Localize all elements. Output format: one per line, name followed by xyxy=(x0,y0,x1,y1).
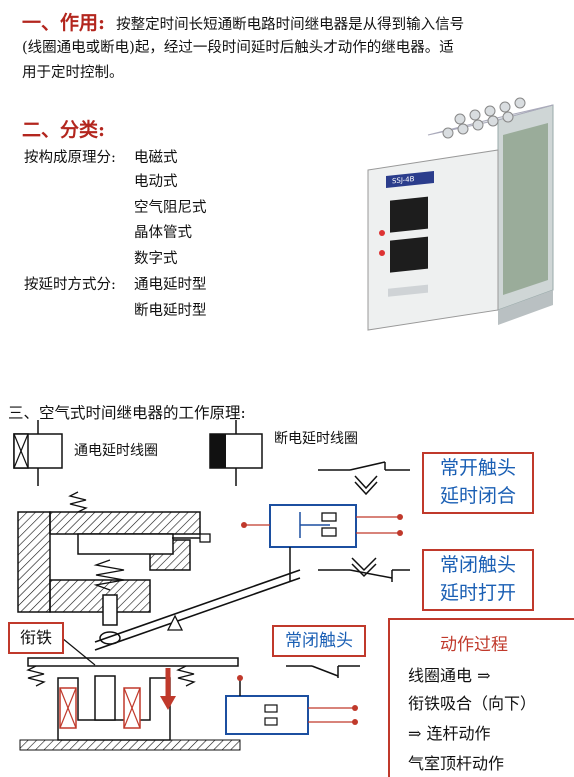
by-delay-label: 按延时方式分: xyxy=(24,277,116,293)
section-one-text-3: 用于定时控制。 xyxy=(22,65,124,81)
section-one-number: 一、 xyxy=(22,12,61,34)
principle-item: 电动式 xyxy=(134,174,178,190)
no-contact-line2: 延时闭合 xyxy=(439,485,516,507)
electromagnet xyxy=(19,637,241,751)
no-contact-line1: 常开触头 xyxy=(439,457,516,479)
lower-nc-contact-box: 常闭触头 xyxy=(272,625,366,657)
lower-microswitch xyxy=(225,665,360,735)
upper-microswitch xyxy=(241,504,403,582)
on-delay-coil-label: 通电延时线圈 xyxy=(74,443,158,459)
relay-photo: SSJ-4B xyxy=(348,95,568,355)
on-delay-coil-symbol xyxy=(13,420,63,486)
armature-box: 衔铁 xyxy=(8,622,64,654)
process-step: 线圈通电 ⇒ xyxy=(408,666,491,685)
section-three-heading: 三、空气式时间继电器的工作原理: xyxy=(8,404,246,422)
section-one: 一、作用: 按整定时间长短通断电路时间继电器是从得到输入信号 xyxy=(22,8,562,38)
air-relay-diagram xyxy=(13,420,410,751)
principle-item: 空气阻尼式 xyxy=(134,200,207,216)
air-chamber xyxy=(17,491,211,645)
nc-contact-line1: 常闭触头 xyxy=(439,554,516,576)
nc-contact-symbol xyxy=(318,557,410,582)
section-one-text-2: (线圈通电或断电)起，经过一段时间延时后触头才动作的继电器。适 xyxy=(22,40,454,56)
by-principle-label: 按构成原理分: xyxy=(24,150,116,166)
lower-nc-contact-label: 常闭触头 xyxy=(285,631,353,651)
armature-label: 衔铁 xyxy=(19,628,52,647)
off-delay-coil-symbol xyxy=(209,420,263,486)
nc-contact-box: 常闭触头 延时打开 xyxy=(422,549,534,611)
action-process-panel: 动作过程 线圈通电 ⇒ 衔铁吸合（向下） ⇒ 连杆动作 气室顶杆动作 xyxy=(388,618,574,777)
process-step: 气室顶杆动作 xyxy=(408,754,505,773)
delay-item: 断电延时型 xyxy=(134,303,207,319)
principle-item: 电磁式 xyxy=(134,150,178,166)
off-delay-coil-label: 断电延时线圈 xyxy=(274,431,358,447)
principle-item: 晶体管式 xyxy=(134,225,192,241)
relay-model-label: SSJ-4B xyxy=(392,174,415,185)
process-step: ⇒ 连杆动作 xyxy=(408,724,491,743)
principle-item: 数字式 xyxy=(134,251,178,267)
no-contact-symbol xyxy=(318,461,410,496)
section-two-number: 二、 xyxy=(22,119,61,141)
delay-item: 通电延时型 xyxy=(134,277,207,293)
action-process-title: 动作过程 xyxy=(440,635,508,655)
nc-contact-line2: 延时打开 xyxy=(439,582,516,604)
process-step: 衔铁吸合（向下） xyxy=(408,694,537,713)
no-contact-box: 常开触头 延时闭合 xyxy=(422,452,534,514)
section-two-heading-row: 二、分类: xyxy=(22,115,105,142)
section-one-heading: 作用: xyxy=(60,12,106,34)
lever xyxy=(94,569,301,651)
section-one-text-1: 按整定时间长短通断电路时间继电器是从得到输入信号 xyxy=(116,17,465,33)
section-two-heading: 分类: xyxy=(60,119,106,141)
